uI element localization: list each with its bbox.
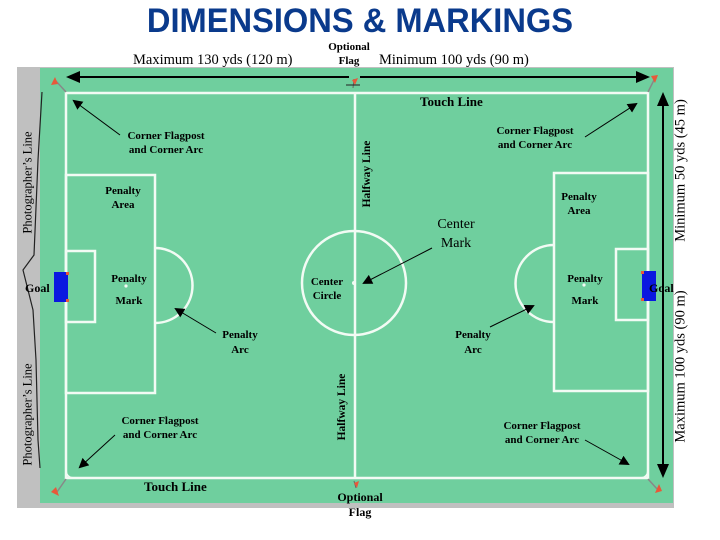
corner-tr-label: Corner Flagpost and Corner Arc bbox=[496, 125, 574, 151]
corner-tl-label: Corner Flagpost and Corner Arc bbox=[127, 130, 205, 156]
photographers-line-bottom-label: Photographer’s Line bbox=[20, 363, 35, 466]
page-title: DIMENSIONS & MARKINGS bbox=[146, 2, 574, 40]
goal-left bbox=[54, 272, 68, 302]
penalty-arc-left-label: Penalty Arc bbox=[222, 329, 258, 356]
optional-flag-top bbox=[346, 78, 360, 89]
width-min-label: Minimum 50 yds (45 m) bbox=[672, 99, 689, 242]
penalty-mark-left bbox=[124, 284, 128, 288]
touch-line-top-label: Touch Line bbox=[420, 94, 483, 109]
photographers-line bbox=[22, 91, 43, 469]
penalty-mark-right-label: Penalty Mark bbox=[567, 273, 603, 307]
goal-left-label: Goal bbox=[25, 281, 50, 295]
goal-right-label: Goal bbox=[649, 281, 674, 295]
optional-flag-bottom bbox=[353, 480, 359, 489]
corner-bl-label: Corner Flagpost and Corner Arc bbox=[121, 415, 199, 441]
center-circle-label: Center Circle bbox=[310, 276, 344, 302]
width-max-label: Maximum 100 yds (90 m) bbox=[672, 290, 689, 443]
length-min-label: Minimum 100 yds (90 m) bbox=[379, 52, 529, 68]
penalty-arc-right-label: Penalty Arc bbox=[455, 329, 491, 356]
goal-right bbox=[642, 271, 656, 301]
penalty-mark-left-label: Penalty Mark bbox=[111, 273, 147, 307]
corner-flag-br bbox=[647, 478, 662, 493]
penalty-mark-right bbox=[582, 283, 586, 287]
corner-flag-bl bbox=[51, 478, 67, 496]
pitch-surround bbox=[40, 68, 673, 503]
halfway-line-bottom-label: Halfway Line bbox=[336, 373, 348, 441]
penalty-arc-left bbox=[154, 246, 194, 325]
optional-flag-bottom-label: Optional Flag bbox=[337, 490, 383, 519]
halfway-line-top-label: Halfway Line bbox=[361, 140, 373, 208]
corner-br-label: Corner Flagpost and Corner Arc bbox=[503, 420, 581, 446]
center-mark bbox=[352, 281, 356, 285]
penalty-arc-right bbox=[514, 243, 555, 324]
corner-flag-tr bbox=[647, 75, 658, 93]
optional-flag-top-label: Optional Flag bbox=[328, 41, 370, 67]
corner-flag-tl bbox=[51, 77, 67, 93]
center-circle bbox=[300, 229, 408, 337]
length-max-label: Maximum 130 yds (120 m) bbox=[133, 52, 293, 68]
penalty-area-left-label: Penalty Area bbox=[105, 185, 141, 211]
touch-line-bottom-label: Touch Line bbox=[144, 479, 207, 494]
penalty-area-right-label: Penalty Area bbox=[561, 191, 597, 217]
center-mark-label: Center Mark bbox=[437, 217, 475, 251]
photographers-line-top-label: Photographer’s Line bbox=[20, 131, 35, 234]
